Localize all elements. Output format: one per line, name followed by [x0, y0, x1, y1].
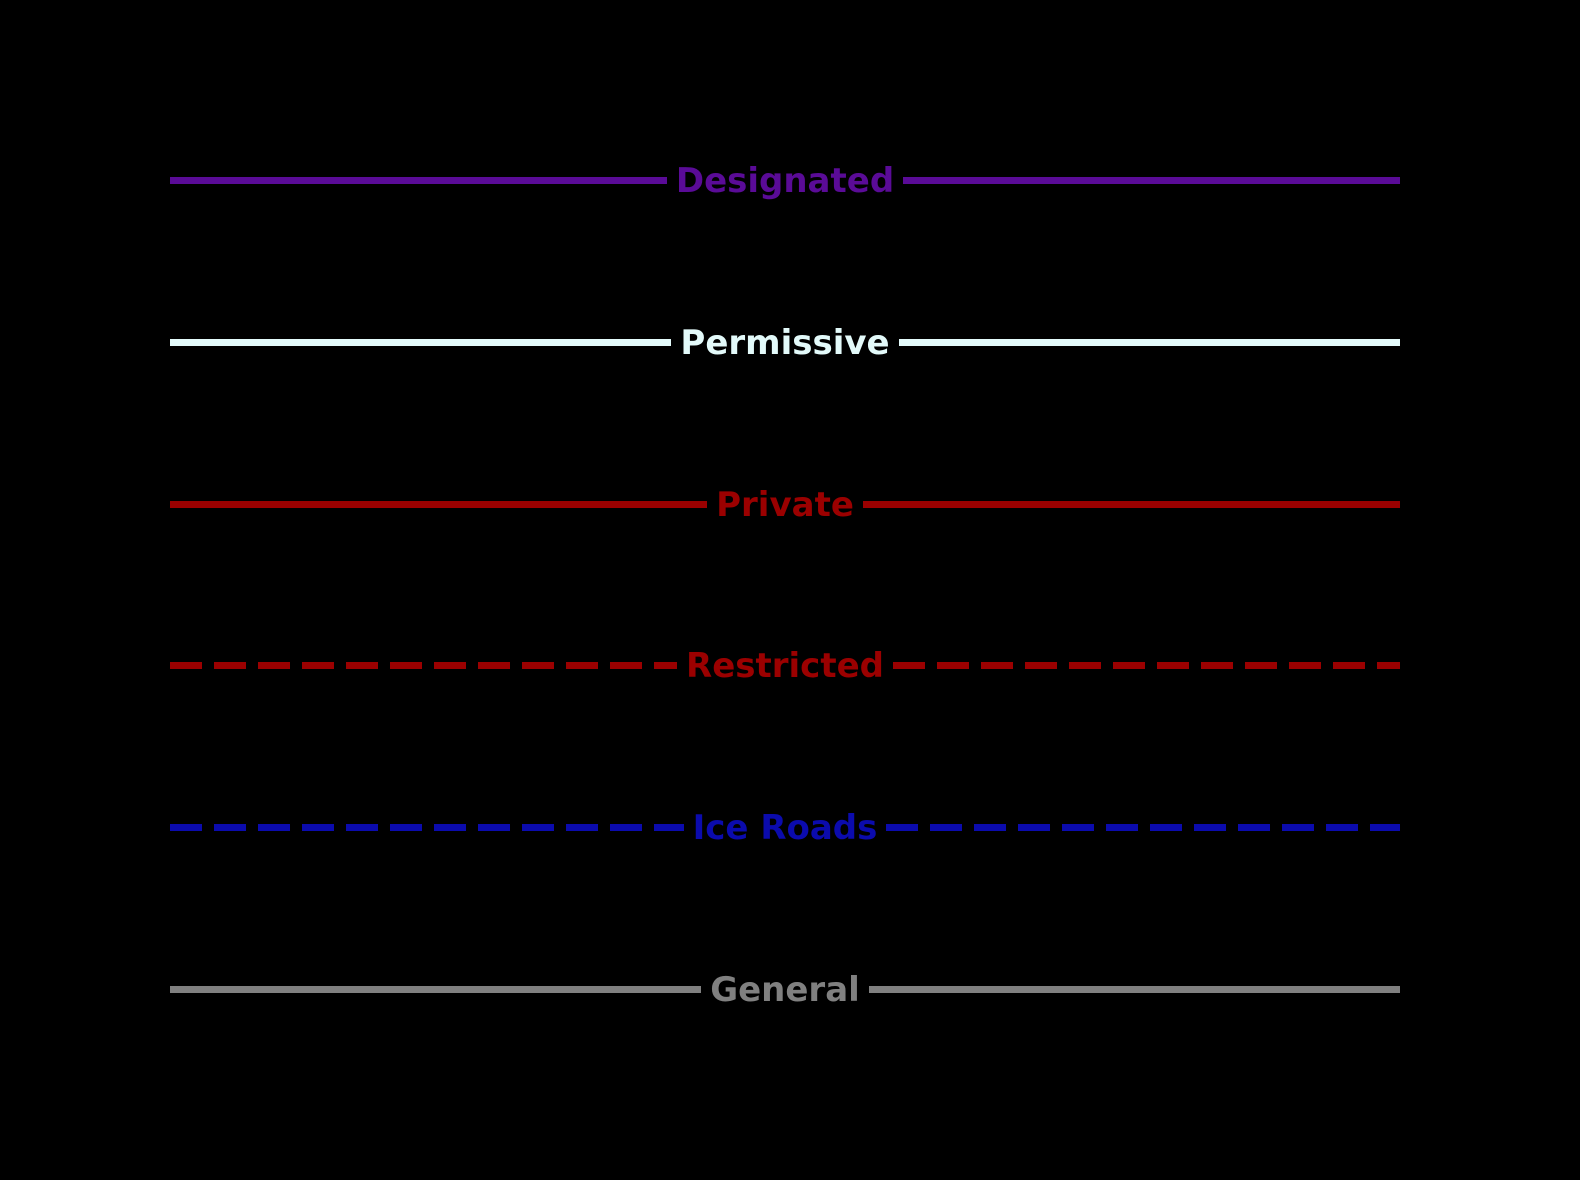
legend-line-left-general [170, 985, 702, 993]
legend-line-right-general [868, 985, 1401, 993]
legend-line-right-restricted [892, 661, 1400, 669]
legend-line-right-ice-roads [886, 823, 1401, 831]
legend-entry-designated[interactable]: Designated [170, 150, 1400, 210]
legend-entry-permissive[interactable]: Permissive [170, 312, 1400, 372]
legend-line-left-permissive [170, 338, 672, 346]
legend-line-right-designated [903, 176, 1400, 184]
legend-line-left-ice-roads [170, 823, 684, 831]
legend-label-general: General [710, 970, 860, 1010]
legend-entry-ice-roads[interactable]: Ice Roads [170, 797, 1401, 857]
legend-label-permissive: Permissive [680, 323, 890, 363]
legend-line-right-private [862, 500, 1401, 508]
legend-line-left-restricted [170, 661, 678, 669]
legend-line-left-private [170, 500, 708, 508]
legend-label-restricted: Restricted [686, 646, 884, 686]
legend-label-designated: Designated [675, 161, 895, 201]
legend-entry-private[interactable]: Private [170, 474, 1401, 534]
legend-label-private: Private [716, 485, 854, 525]
legend-entry-restricted[interactable]: Restricted [170, 635, 1400, 695]
legend-entry-general[interactable]: General [170, 959, 1401, 1019]
legend-line-left-designated [170, 176, 667, 184]
legend-line-right-permissive [898, 338, 1400, 346]
legend-label-ice-roads: Ice Roads [692, 808, 878, 848]
